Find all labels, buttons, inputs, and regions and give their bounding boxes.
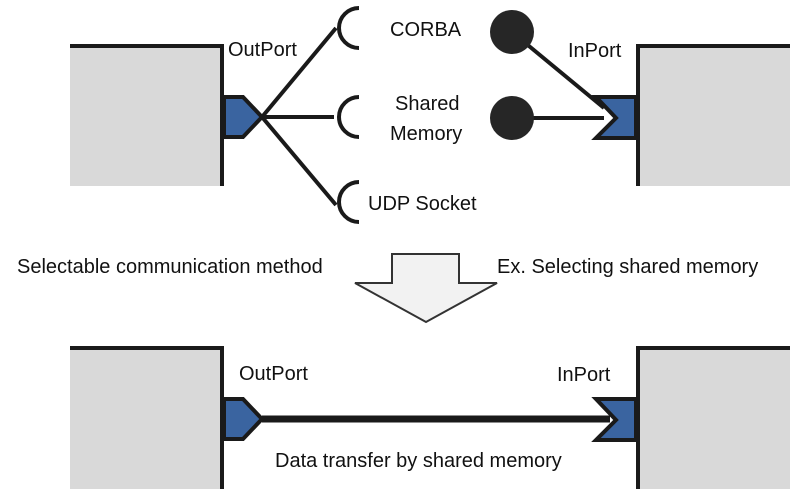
bottom-left-component	[70, 348, 222, 489]
top-outport-label: OutPort	[228, 39, 297, 61]
top-inport-icon	[591, 95, 638, 140]
bottom-inport-icon	[591, 397, 638, 442]
corba-socket-icon	[337, 6, 360, 50]
method-corba-label: CORBA	[390, 19, 462, 41]
bottom-right-component	[638, 348, 790, 489]
down-arrow-icon	[354, 253, 498, 324]
transfer-caption: Data transfer by shared memory	[275, 450, 562, 472]
bottom-outport-icon	[222, 397, 265, 441]
method-shared-memory-label-line2: Memory	[390, 123, 462, 145]
corba-ball-icon	[490, 10, 534, 54]
bottom-outport-label: OutPort	[239, 363, 308, 385]
top-inport-label: InPort	[568, 40, 622, 62]
top-right-component	[638, 46, 790, 186]
link-to-udp-socket	[260, 115, 338, 207]
selecting-example-caption: Ex. Selecting shared memory	[497, 256, 758, 278]
shared-memory-socket-icon	[337, 95, 360, 139]
method-shared-memory-label-line1: Shared	[395, 93, 460, 115]
method-udp-socket-label: UDP Socket	[368, 193, 477, 215]
top-outport-icon	[222, 95, 265, 139]
top-left-component	[70, 46, 222, 186]
bottom-inport-label: InPort	[557, 364, 611, 386]
link-to-corba	[260, 26, 338, 119]
selectable-method-caption: Selectable communication method	[17, 256, 323, 278]
udp-socket-icon	[337, 180, 360, 224]
shared-memory-ball-icon	[490, 96, 534, 140]
